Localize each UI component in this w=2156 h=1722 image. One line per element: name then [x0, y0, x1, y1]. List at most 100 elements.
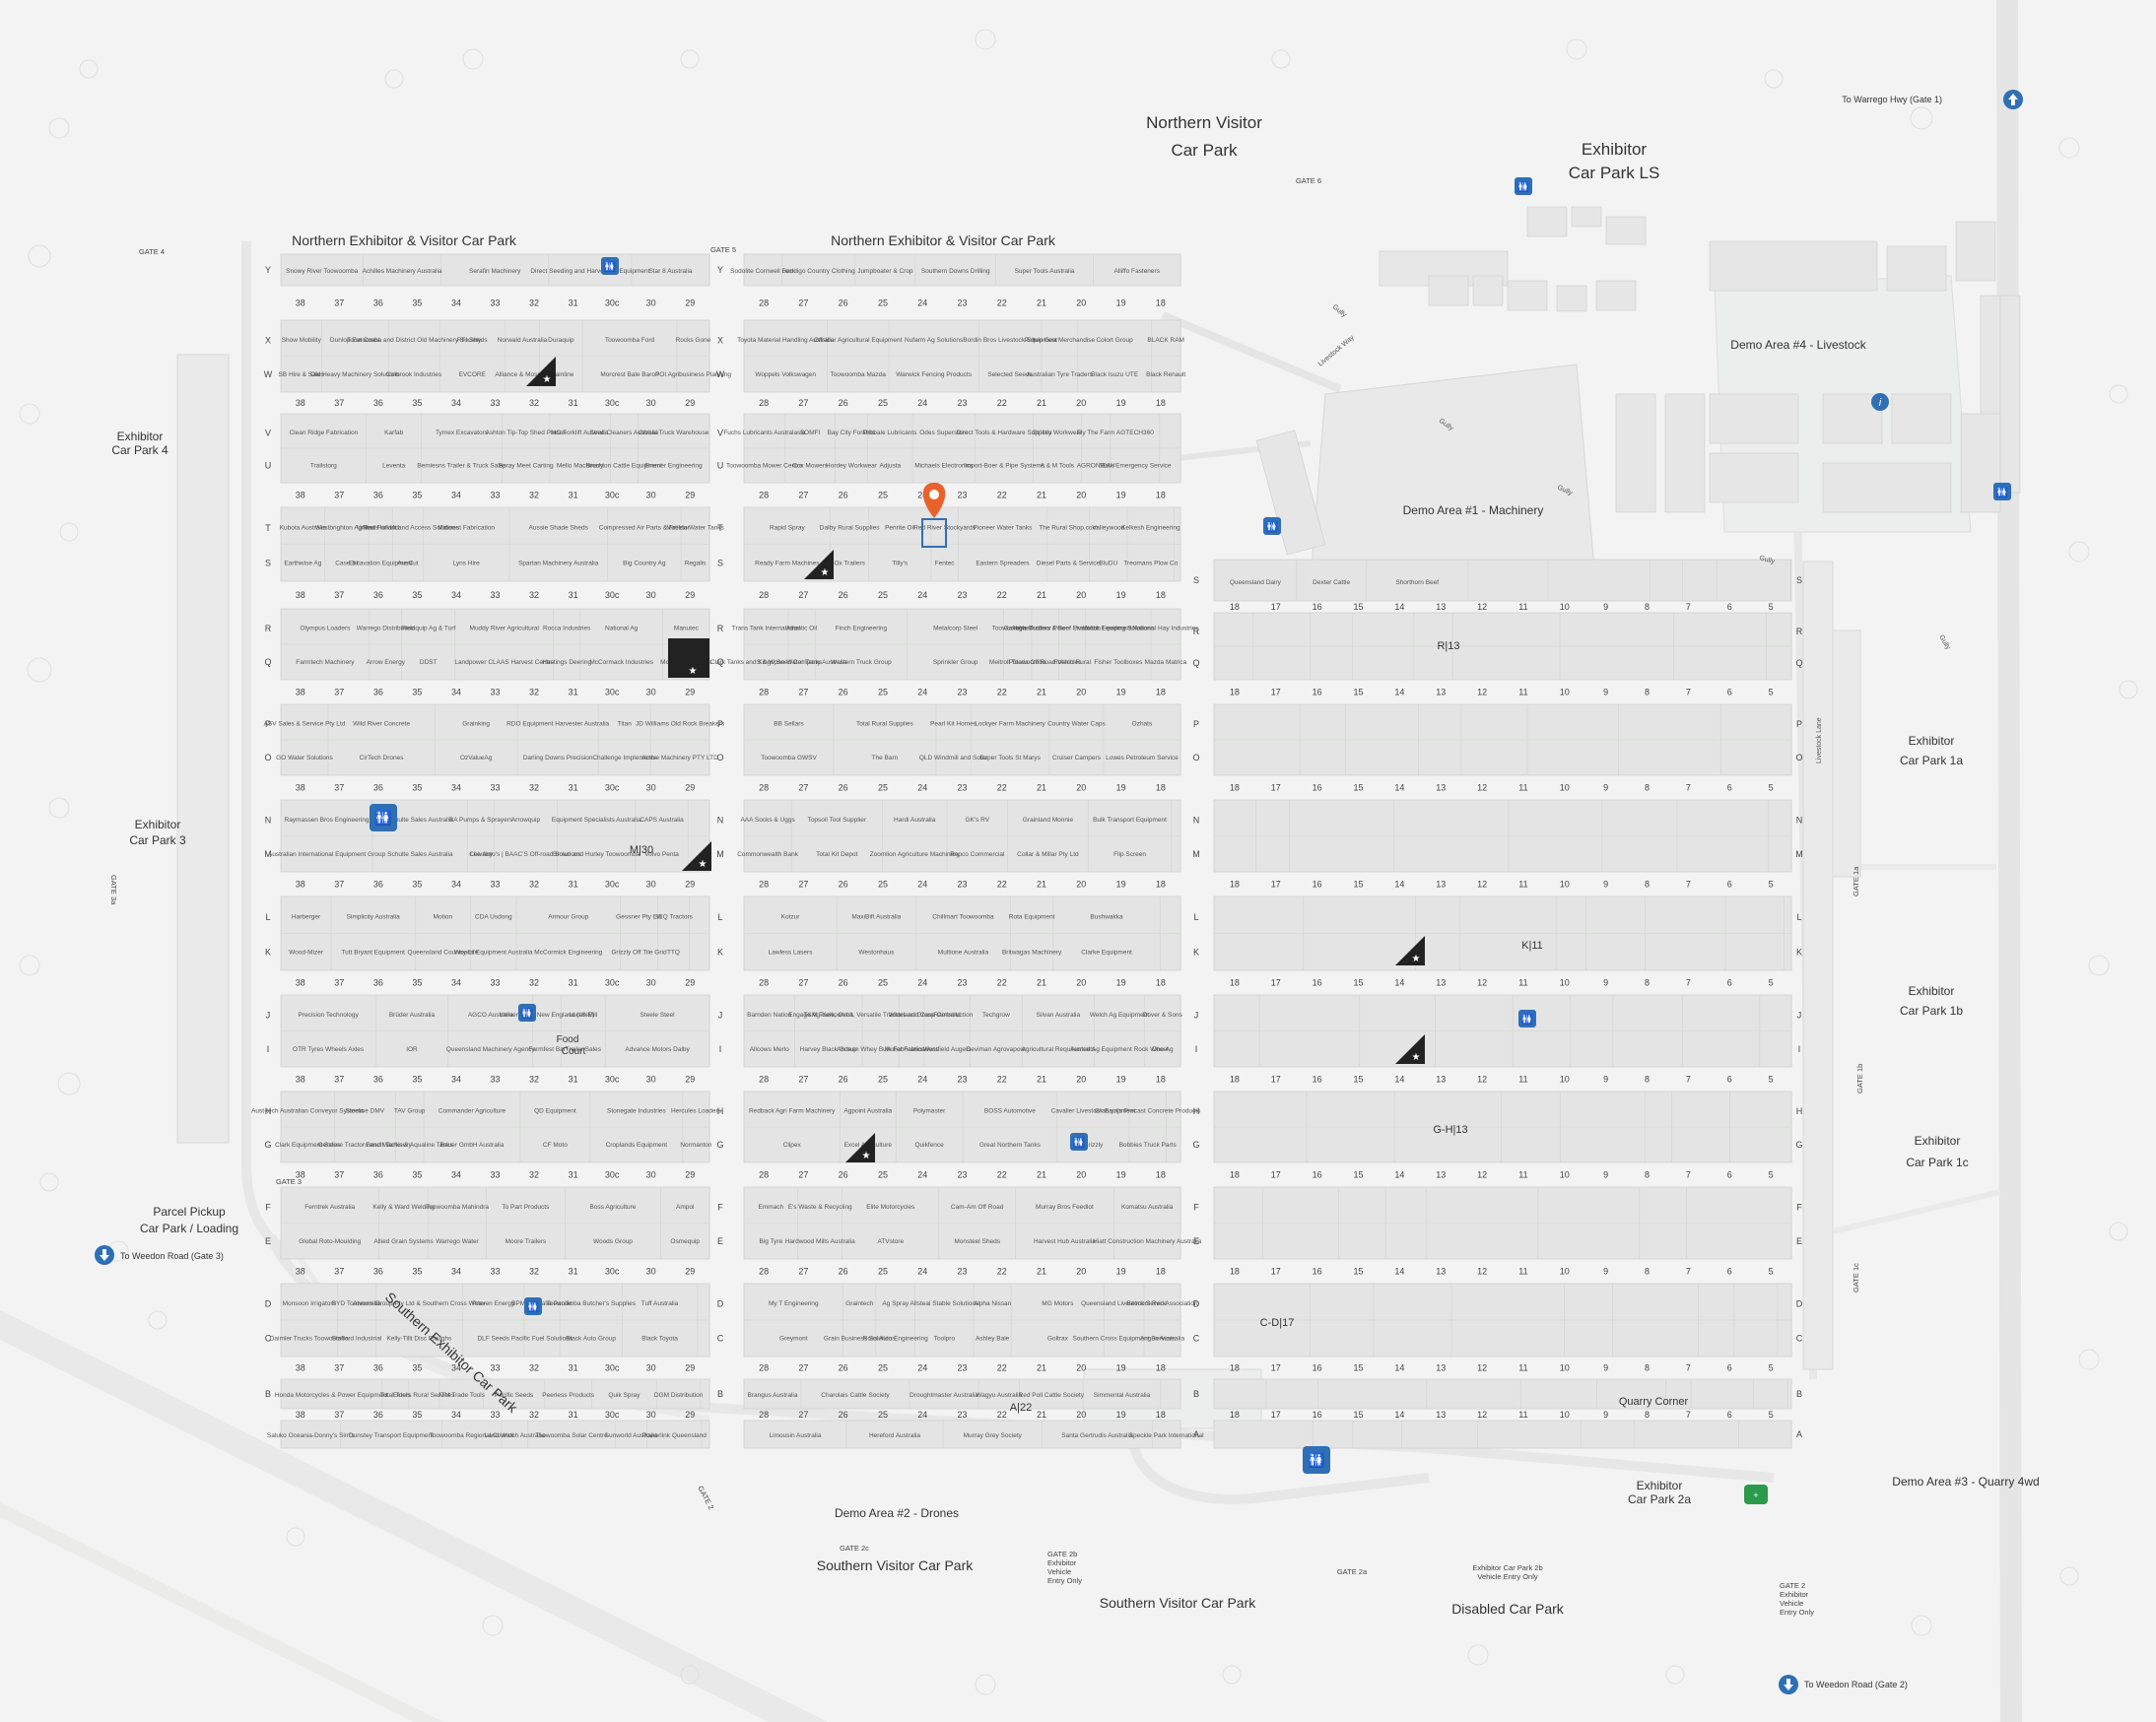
exhibitor-name: Arrowquip: [511, 817, 541, 824]
column-number: 15: [1353, 1170, 1363, 1180]
exhibitor-name: Wild River Concrete: [353, 721, 410, 728]
column-number: 21: [1037, 1410, 1046, 1420]
column-number: 30c: [605, 1170, 620, 1180]
toilets-icon[interactable]: 🚻: [524, 1297, 542, 1315]
row-letter: O: [716, 753, 723, 762]
exhibitor-name: Precision Technology: [298, 1012, 359, 1019]
column-number: 12: [1477, 602, 1487, 612]
toilets-icon[interactable]: 🚻: [1070, 1133, 1088, 1151]
down-arrow-icon[interactable]: [1779, 1675, 1798, 1694]
exhibitor-name: Total Kit Depot: [816, 851, 857, 858]
column-number: 21: [1037, 880, 1046, 890]
exhibitor-name: Spray Meet Carting: [499, 463, 554, 470]
column-number: 25: [878, 491, 888, 500]
column-number: 34: [451, 880, 461, 890]
exhibitor-name: Saluko Oceania-Donny's Sim's: [267, 1432, 356, 1439]
info-icon[interactable]: i: [1871, 393, 1889, 411]
column-number: 25: [878, 298, 888, 308]
column-number: 12: [1477, 1267, 1487, 1277]
toilets-icon[interactable]: 🚻: [1515, 177, 1532, 195]
toilets-icon[interactable]: 🚻: [370, 804, 397, 831]
first-aid-icon[interactable]: +: [1744, 1485, 1768, 1504]
column-number: 18: [1230, 783, 1240, 793]
exhibitor-name: Steele Steel: [640, 1012, 676, 1019]
column-number: 6: [1727, 602, 1732, 612]
column-number: 6: [1727, 688, 1732, 697]
toilets-icon[interactable]: 🚻: [518, 1004, 536, 1022]
exhibitor-name: AGRONIEAU: [1077, 463, 1115, 470]
exhibitor-name: Toowoomba and District Old Machinery Soc…: [347, 337, 482, 344]
toilets-icon[interactable]: 🚻: [1518, 1010, 1536, 1027]
svg-text:🚻: 🚻: [1308, 1452, 1324, 1469]
road-label-livestock-lane: Livestock Lane: [1816, 717, 1823, 763]
column-number: 21: [1037, 688, 1046, 697]
column-number: 12: [1477, 880, 1487, 890]
location-pin-icon[interactable]: [922, 483, 946, 518]
column-number: 36: [373, 1170, 383, 1180]
row-letter: F: [1193, 1202, 1199, 1212]
column-number: 17: [1271, 1267, 1281, 1277]
column-number: 20: [1076, 1267, 1086, 1277]
column-number: 36: [373, 398, 383, 408]
column-number: 17: [1271, 783, 1281, 793]
demo-area-4-label: Demo Area #4 - Livestock: [1730, 338, 1866, 352]
exhibitor-name: Dover & Sons: [1143, 1012, 1183, 1019]
row-letter: G: [1795, 1140, 1802, 1150]
column-number: 27: [798, 688, 808, 697]
exhibitor-name: Harberger: [292, 914, 321, 921]
down-arrow-icon[interactable]: [95, 1245, 114, 1265]
demo-area-labels: Demo Area #1 - Machinery Demo Area #2 - …: [835, 338, 2040, 1520]
exhibitor-name: Toowoomba Mazda: [831, 371, 887, 378]
column-number: 14: [1394, 1170, 1404, 1180]
exhibitor-name: AGCO Australia: [468, 1012, 513, 1019]
exhibitor-name: Muddy River Agricultural: [470, 626, 540, 632]
exhibitor-name: Toolpro: [934, 1336, 956, 1343]
row-letter: I: [267, 1044, 270, 1054]
column-number: 6: [1727, 1170, 1732, 1180]
exhibitor-name: Moore Trailers: [505, 1238, 547, 1245]
column-number: 30: [646, 880, 656, 890]
exhibitor-name: Rainbuild: [934, 1012, 961, 1019]
row-letter: R: [1193, 627, 1200, 636]
column-number: 35: [412, 688, 422, 697]
column-number: 22: [997, 880, 1007, 890]
exhibitor-name: Cam-Am Off Road: [951, 1204, 1004, 1211]
exhibitor-name: Repco Commercial: [950, 851, 1005, 858]
column-number: 34: [451, 1170, 461, 1180]
exhibitor-name: Queensland Country Life: [407, 950, 478, 957]
exhibitor-name: Australian International Equipment Group: [268, 851, 386, 858]
exhibitor-name: Ross Auto Engineering: [863, 1336, 929, 1343]
exhibitor-name: Lee Auto's | BAAC'S Off-road Solutions: [470, 851, 582, 858]
selected-stand-highlight[interactable]: [921, 518, 947, 548]
block: [280, 1378, 710, 1410]
exhibitor-name: Goltrax: [1047, 1336, 1069, 1343]
exhibitor-name: Britwagas Machinery: [1002, 950, 1062, 957]
exhibitor-name: TTQ: [667, 950, 680, 957]
toilets-icon[interactable]: 🚻: [1993, 483, 2011, 500]
up-arrow-icon[interactable]: [2003, 90, 2023, 109]
exhibitor-name: BluDU: [1099, 561, 1117, 567]
exhibitor-name: Rapid Spray: [770, 525, 806, 532]
column-number: 6: [1727, 1410, 1732, 1420]
column-number: 16: [1313, 1363, 1322, 1373]
row-letter: M: [1192, 849, 1200, 859]
exhibitor-name: Stonegate Industries: [607, 1108, 666, 1115]
column-number: 5: [1769, 1267, 1774, 1277]
column-number: 24: [917, 491, 927, 500]
row-letter: G: [1192, 1140, 1199, 1150]
toilets-icon[interactable]: 🚻: [1303, 1446, 1330, 1474]
toilets-icon[interactable]: 🚻: [601, 257, 619, 275]
column-number: 28: [759, 590, 769, 600]
exhibitor-name: Grizzly: [1083, 1142, 1104, 1149]
toilets-icon[interactable]: 🚻: [1263, 517, 1281, 535]
exhibitor-name: Ag Spray: [882, 1300, 909, 1307]
column-number: 33: [490, 1410, 500, 1420]
trees: [19, 29, 2138, 1695]
exhibitor-name: A & M Tools: [1041, 463, 1075, 470]
column-number: 27: [798, 978, 808, 988]
column-number: 5: [1769, 978, 1774, 988]
column-number: 38: [296, 783, 305, 793]
